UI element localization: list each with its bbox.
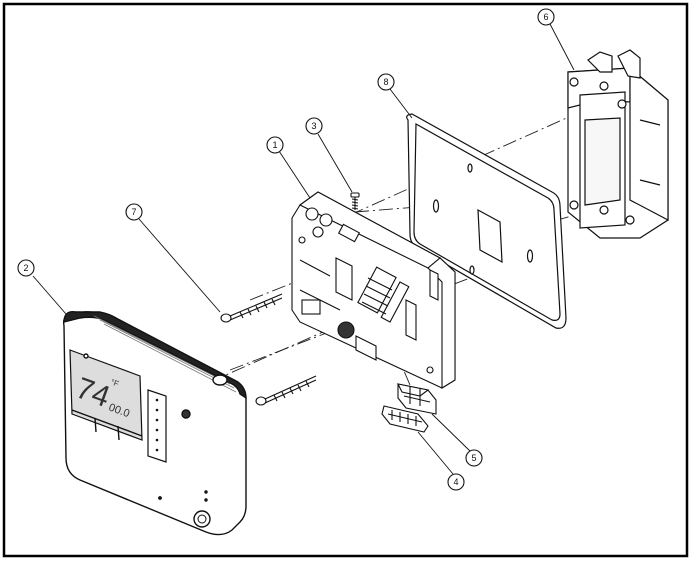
callout-1-label: 1 [272, 140, 277, 150]
callout-7-label: 7 [131, 207, 136, 217]
touch-strip [147, 389, 167, 463]
callout-5-circle [465, 449, 483, 467]
thermostat-body-part-2 [62, 311, 247, 536]
callout-2-label: 2 [23, 263, 28, 273]
terminal-connector-part-5 [397, 383, 437, 415]
callout-3-label: 3 [311, 121, 316, 131]
mounting-screws-part-7 [220, 293, 317, 406]
callout-4-circle [447, 473, 465, 491]
callout-5-label: 5 [471, 453, 476, 463]
callout-8-circle [377, 73, 395, 91]
callout-6-circle [537, 8, 555, 26]
callout-2-circle [17, 259, 35, 277]
electrical-box-part-6 [567, 49, 669, 239]
callout-3-circle [305, 117, 323, 135]
callouts [17, 8, 555, 491]
display-unit: °F [109, 377, 120, 388]
screw-upper [220, 293, 283, 323]
sub-base-part-1 [291, 191, 456, 389]
callout-1-circle [266, 136, 284, 154]
small-screw-part-3 [350, 192, 360, 210]
terminal-plug-part-4 [381, 405, 429, 433]
thermostat-top-rim [63, 311, 247, 400]
callout-7-circle [125, 203, 143, 221]
display-screen [69, 349, 143, 441]
callout-4-label: 4 [453, 477, 458, 487]
wall-plate-part-8 [406, 113, 567, 329]
callout-6-label: 6 [543, 12, 548, 22]
screw-lower [255, 375, 317, 406]
leader-lines [32, 23, 575, 475]
brand-logo-mark [181, 409, 191, 419]
callout-8-label: 8 [383, 77, 388, 87]
